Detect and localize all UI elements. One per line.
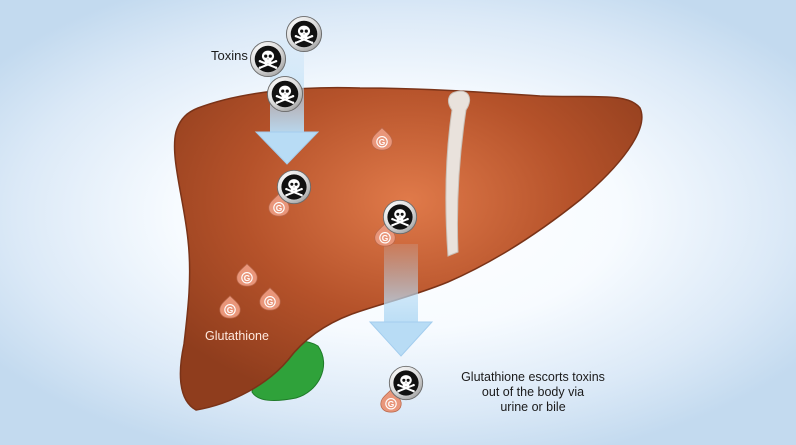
toxin-skull-icon [285,15,323,53]
falciform-ligament [445,90,470,257]
caption: Glutathione escorts toxins out of the bo… [438,370,628,415]
toxin-skull-icon [249,40,287,78]
glutathione-label: Glutathione [205,329,269,343]
toxin-skull-icon [388,365,424,401]
caption-line: out of the body via [481,385,585,399]
toxin-skull-icon [382,199,418,235]
caption-line: urine or bile [500,400,566,414]
toxin-exit-arrow [368,244,434,357]
toxins-label: Toxins [211,48,248,63]
caption-line: Glutathione escorts toxins [461,370,605,384]
toxin-skull-icon [276,169,312,205]
toxin-skull-icon [266,75,304,113]
